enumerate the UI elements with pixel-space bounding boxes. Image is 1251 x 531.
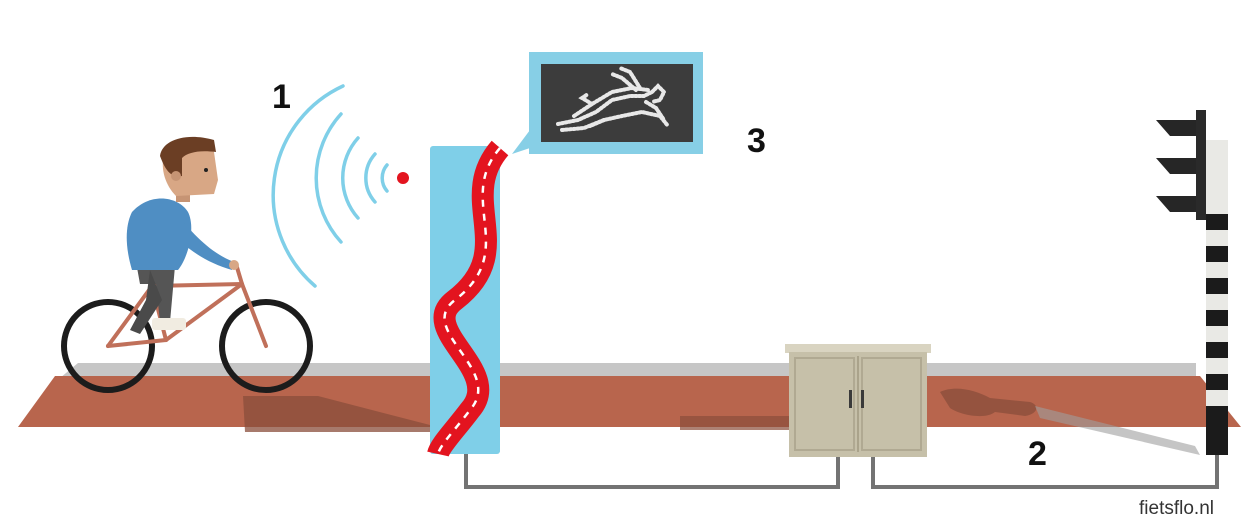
control-cabinet — [785, 344, 931, 457]
sensor-pole — [427, 140, 509, 458]
cable-cabinet-to-light — [871, 455, 1219, 489]
wifi-signal-icon — [271, 84, 389, 288]
label-3: 3 — [747, 122, 766, 160]
label-2: 2 — [1028, 435, 1047, 473]
cabinet-shadow — [680, 416, 790, 430]
sensor-dot — [397, 172, 409, 184]
traffic-light-pole-shadow — [1035, 406, 1200, 455]
cable-sensor-to-cabinet — [464, 452, 840, 489]
traffic-light-shadow — [940, 388, 1037, 417]
winding-road — [427, 140, 509, 458]
credit-text: fietsflo.nl — [1139, 498, 1214, 519]
label-1: 1 — [272, 78, 291, 116]
traffic-light — [1156, 110, 1228, 455]
cyclist-shadow — [243, 396, 430, 432]
cyclist — [61, 136, 313, 393]
display-screen — [512, 52, 703, 154]
hare-icon — [556, 66, 670, 132]
